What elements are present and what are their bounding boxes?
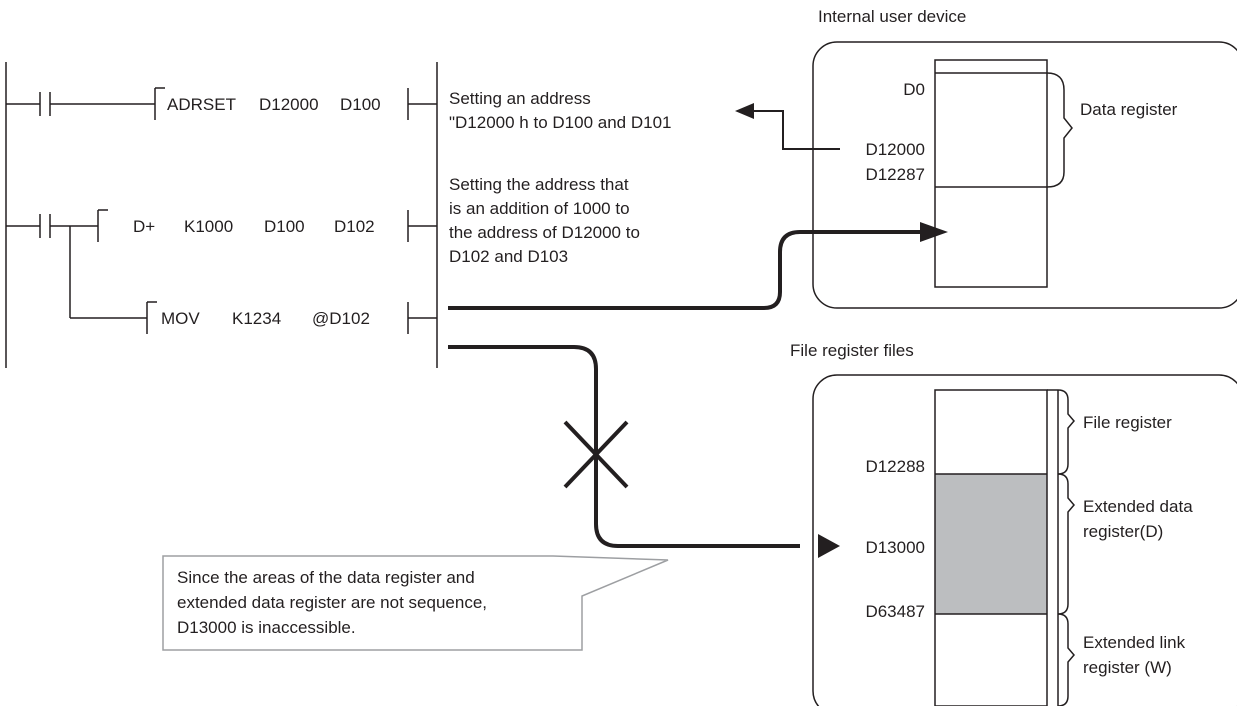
instruction-box-3-left-bracket [146, 301, 157, 334]
instruction-box-3-right-bracket [407, 302, 437, 334]
ladder-program [5, 62, 438, 368]
arrows [448, 103, 948, 558]
comment-1-line-2: "D12000 h to D100 and D101 [449, 113, 671, 132]
rung-2-operand-2: D100 [264, 217, 305, 236]
rung-3-operand-2: @D102 [312, 309, 370, 328]
address-arrow-head [735, 103, 754, 119]
extended-data-label-line-2: register(D) [1083, 522, 1163, 541]
instruction-box-1-right-bracket [407, 88, 437, 120]
extended-data-register-area [935, 474, 1047, 614]
instruction-box-2-right-bracket [407, 210, 437, 242]
data-register-brace [1046, 72, 1073, 188]
comment-2-line-2: is an addition of 1000 to [449, 199, 630, 218]
comment-2-line-4: D102 and D103 [449, 247, 568, 266]
rung-2 [6, 209, 437, 318]
label-d12288: D12288 [865, 457, 925, 476]
extended-link-label-line-2: register (W) [1083, 658, 1172, 677]
file-register-frame [812, 374, 1237, 706]
callout-line-1: Since the areas of the data register and [177, 568, 475, 587]
extended-data-label-line-1: Extended data [1083, 497, 1193, 516]
rung-3-operand-1: K1234 [232, 309, 281, 328]
rung-2-operand-1: K1000 [184, 217, 233, 236]
internal-device-memory-column [934, 59, 1048, 288]
comment-1-line-1: Setting an address [449, 89, 591, 108]
data-register-label: Data register [1080, 100, 1178, 119]
mov-access-arrow [448, 230, 920, 310]
label-d12287: D12287 [865, 165, 925, 184]
file-register-panel: File register files D12288 D13000 D63487… [790, 341, 1237, 706]
label-d63487: D63487 [865, 602, 925, 621]
internal-user-device-panel: Internal user device D0 D12000 D12287 Da… [812, 7, 1237, 309]
instruction-box-2-left-bracket [86, 209, 108, 242]
extended-data-brace [1057, 473, 1075, 615]
inaccessible-arrow [448, 345, 800, 548]
comment-2-line-3: the address of D12000 to [449, 223, 640, 242]
extended-link-brace [1057, 613, 1075, 706]
rung-1-instruction: ADRSET [167, 95, 236, 114]
rung-3 [70, 301, 437, 334]
instruction-box-1-left-bracket [142, 88, 156, 120]
rung-2-instruction: D+ [133, 217, 155, 236]
file-register-brace [1057, 389, 1075, 475]
callout-line-3: D13000 is inaccessible. [177, 618, 356, 637]
comment-2-line-1: Setting the address that [449, 175, 629, 194]
label-d0: D0 [903, 80, 925, 99]
file-register-title: File register files [790, 341, 914, 360]
internal-device-title: Internal user device [818, 7, 966, 26]
address-arrow [750, 110, 840, 150]
rung-1-operand-1: D12000 [259, 95, 319, 114]
internal-device-frame [812, 41, 1237, 309]
rung-comments: Setting an address "D12000 h to D100 and… [449, 89, 671, 266]
callout-outline [162, 555, 669, 651]
ladder-text: ADRSET D12000 D100 D+ K1000 D100 D102 MO… [133, 95, 381, 328]
file-register-label: File register [1083, 413, 1172, 432]
rung-2-operand-3: D102 [334, 217, 375, 236]
label-d12000: D12000 [865, 140, 925, 159]
mov-access-arrow-head [920, 222, 948, 242]
inaccessible-x-icon [563, 420, 629, 489]
rung-3-instruction: MOV [161, 309, 200, 328]
rung-1-operand-2: D100 [340, 95, 381, 114]
file-register-memory-column [934, 389, 1048, 706]
callout: Since the areas of the data register and… [162, 555, 669, 651]
label-d13000: D13000 [865, 538, 925, 557]
extended-link-label-line-1: Extended link [1083, 633, 1186, 652]
callout-line-2: extended data register are not sequence, [177, 593, 487, 612]
inaccessible-arrow-head [818, 534, 840, 558]
rung-1 [6, 87, 437, 120]
